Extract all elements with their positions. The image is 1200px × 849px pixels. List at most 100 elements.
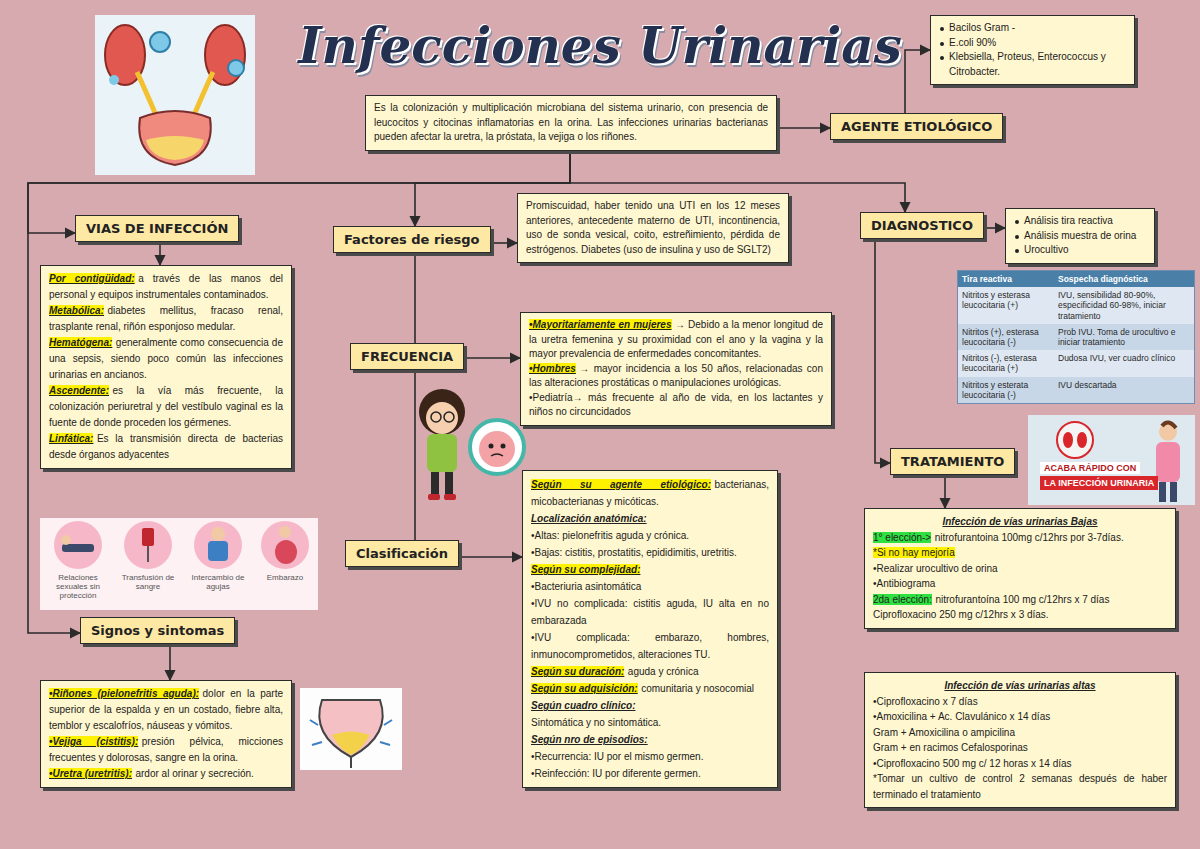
body-text: Clasificación [356, 546, 448, 561]
text-row: Sintomática y no sintomática. [531, 714, 769, 731]
body-text: Signos y sintomas [91, 623, 224, 638]
highlighted-text: Según nro de episodios: [531, 734, 648, 745]
text-row: E.coli 90% [939, 36, 1126, 51]
heading-box: TRATAMIENTO [890, 448, 1015, 475]
connector [491, 242, 518, 244]
text-row: Según su duración:aguda y crónica [531, 663, 769, 680]
kidney-illustration [150, 32, 170, 52]
highlighted-text: 2da elección: [873, 594, 932, 605]
risk-icons [62, 544, 94, 552]
heading-box: AGENTE ETIOLÓGICO [830, 113, 1003, 140]
highlighted-text: Infección de vías urinarias Bajas [873, 514, 1167, 530]
body-text: ardor al orinar y secreción. [135, 768, 253, 779]
text-row: *Tomar un cultivo de control 2 semanas d… [873, 771, 1167, 802]
highlighted-text: Según su agente etiológico: [531, 479, 711, 490]
highlighted-text: Infección de vías urinarias altas [873, 678, 1167, 694]
risk-icons [208, 541, 228, 561]
bladder-drawing [310, 720, 392, 745]
text-row: Factores de riesgo [344, 232, 480, 247]
body-text: •Amoxicilina + Ac. Clavulánico x 14 días [873, 711, 1050, 722]
girl-figure [431, 412, 441, 422]
text-row: Klebsiella, Proteus, Enterococcus y Citr… [939, 50, 1126, 79]
body-text: •Reinfección: IU por diferente germen. [531, 768, 701, 779]
highlighted-text: •Vejiga (cistitis): [49, 736, 138, 747]
risk-icons [142, 528, 154, 546]
advert-picture [1077, 432, 1087, 448]
advert-picture [1159, 423, 1177, 441]
table-cell: Dudosa IVU, ver cuadro clínico [1054, 350, 1194, 376]
text-row: •IVU complicada: embarazo, hombres, inmu… [531, 629, 769, 663]
text-row: Hematógena:generalmente como consecuenci… [49, 335, 283, 383]
body-text: FRECUENCIA [361, 349, 453, 364]
text-row: •Antibiograma [873, 576, 1167, 592]
girl-figure [427, 434, 457, 472]
advert-picture [1057, 422, 1093, 458]
body-text: Gram + en racimos Cefalosporinas [873, 742, 1028, 753]
connector [905, 50, 930, 113]
advert-picture [1159, 482, 1166, 502]
advert-picture [1156, 442, 1180, 482]
body-text: aguda y crónica [628, 666, 699, 677]
risk-icons [194, 521, 242, 569]
connector [459, 556, 522, 558]
risk-icons [279, 526, 291, 538]
risk-icons [147, 546, 149, 562]
text-row: Linfática:Es la transmisión directa de b… [49, 431, 283, 463]
girl-figure [431, 472, 439, 496]
text-row: FRECUENCIA [361, 349, 453, 364]
icon-caption: Transfusión de sangre [113, 573, 183, 591]
bladder-drawing [319, 700, 382, 757]
text-row: •Ciprofloxacino x 7 días [873, 694, 1167, 710]
text-row: •Vejiga (cistitis):presión pélvica, micc… [49, 734, 283, 766]
highlighted-text: Localización anatómica: [531, 513, 647, 524]
text-row: Signos y sintomas [91, 623, 224, 638]
highlighted-text: •Riñones (pielonefritis aguda): [49, 688, 199, 699]
body-text: Sintomática y no sintomática. [531, 717, 661, 728]
body-text: Promiscuidad, haber tenido una UTI en lo… [526, 200, 780, 255]
text-row: •Bacteriuria asintomática [531, 578, 769, 595]
bladder-drawing [300, 688, 402, 770]
connector [875, 239, 890, 463]
body-text: •Recurrencia: IU por el mismo germen. [531, 751, 703, 762]
highlighted-text: •Mayoritariamente en mujeres [529, 319, 672, 330]
body-text: DIAGNOSTICO [871, 218, 973, 233]
connector [777, 127, 830, 129]
connector [159, 242, 161, 265]
text-row: •Ciprofloxacino 500 mg c/ 12 horas x 14 … [873, 756, 1167, 772]
text-row: Infección de vías urinarias altas [873, 678, 1167, 694]
body-text: •Antibiograma [873, 578, 935, 589]
highlighted-text: 1° elección-> [873, 532, 931, 543]
body-text: Klebsiella, Proteus, Enterococcus y Citr… [949, 51, 1106, 77]
body-text: VIAS DE INFECCIÓN [86, 221, 228, 236]
connector [944, 475, 946, 508]
body-text: *Tomar un cultivo de control 2 semanas d… [873, 773, 1167, 800]
table-cell: Nitritos y esterata leucocitaria (-) [958, 377, 1054, 403]
table-cell: Prob IVU. Toma de urocultivo e iniciar t… [1054, 324, 1194, 350]
highlighted-text: •Hombres [529, 363, 576, 374]
heading-box: FRECUENCIA [350, 343, 464, 370]
bladder-drawing [300, 688, 402, 770]
treatment-box: Infección de vías urinarias Bajas 1° elec… [864, 508, 1176, 629]
text-row: •Reinfección: IU por diferente germen. [531, 765, 769, 782]
bladder-character [501, 444, 506, 449]
kidney-illustration [228, 60, 244, 76]
text-row: Promiscuidad, haber tenido una UTI en lo… [526, 199, 780, 257]
highlighted-text: Metabólica: [49, 305, 104, 316]
highlighted-text: *Si no hay mejoría [873, 547, 955, 558]
text-row: •Uretra (uretritis):ardor al orinar y se… [49, 766, 283, 782]
text-row: TRATAMIENTO [901, 454, 1004, 469]
text-row: Gram + en racimos Cefalosporinas [873, 740, 1167, 756]
risk-icons [40, 518, 318, 610]
girl-figure [419, 389, 465, 435]
bladder-drawing [350, 757, 352, 768]
text-row: Ascendente:es la vía más frecuente, la c… [49, 383, 283, 431]
bladder-character [489, 444, 494, 449]
girl-figure [428, 494, 440, 500]
content-box: Según su agente etiológico:bacterianas, … [522, 470, 778, 788]
text-row: Análisis muestra de orina [1014, 229, 1146, 244]
text-row: AGENTE ETIOLÓGICO [841, 119, 992, 134]
kidney-illustration [95, 15, 255, 175]
text-row: •Riñones (pielonefritis aguda):dolor en … [49, 686, 283, 734]
highlighted-text: Linfática: [49, 433, 93, 444]
